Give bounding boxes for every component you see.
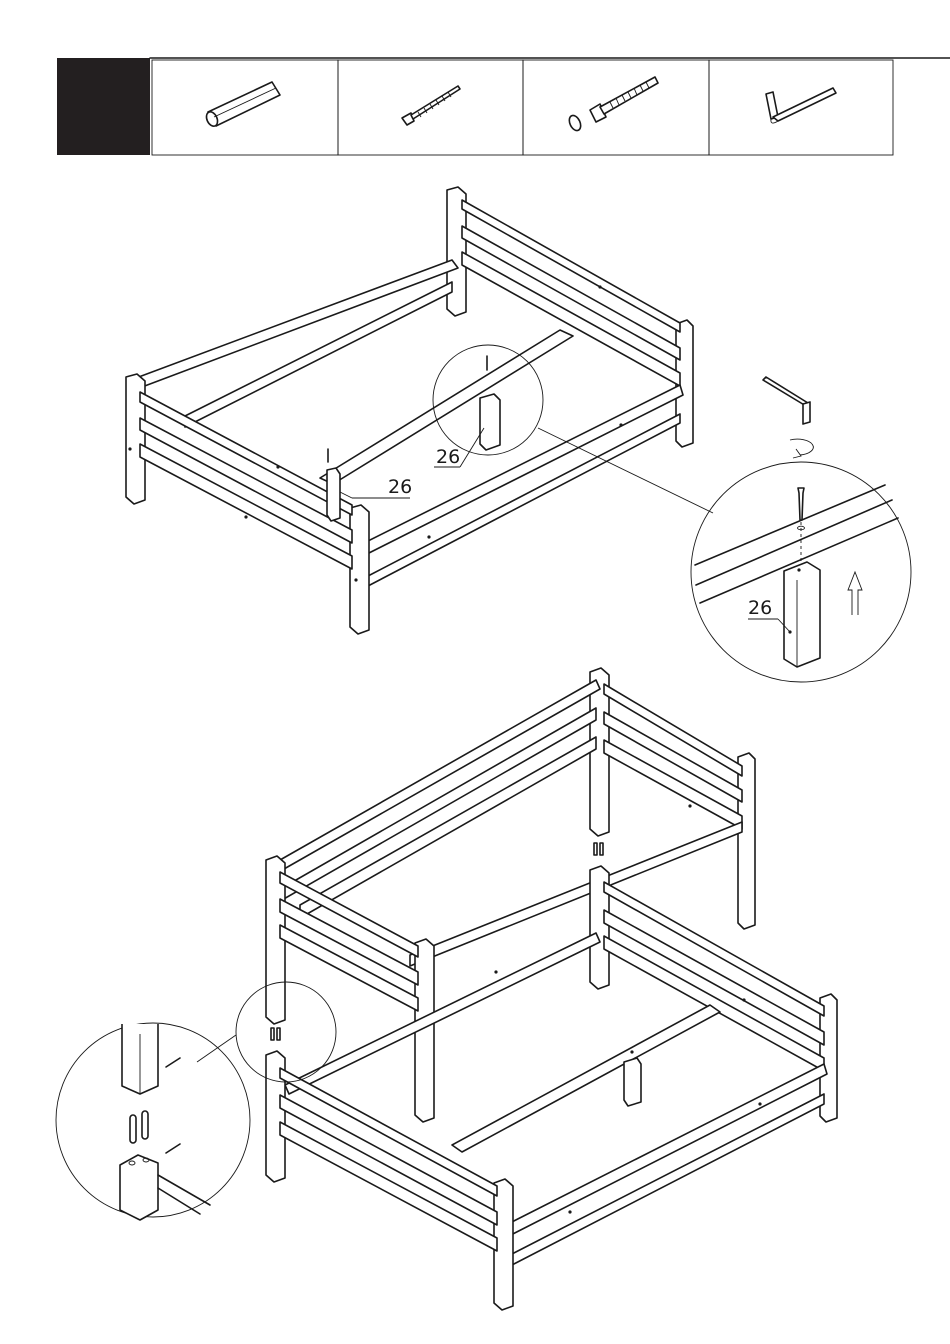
detail-connector-line bbox=[197, 1035, 236, 1062]
part-label-detail-post: 26 bbox=[748, 597, 772, 619]
leader-line bbox=[340, 492, 352, 498]
hole-dot bbox=[494, 970, 497, 973]
hole-dot bbox=[742, 998, 745, 1001]
bolt-detail-icon bbox=[798, 488, 804, 520]
bolt-with-washer-icon bbox=[567, 77, 658, 132]
hole-dot bbox=[128, 447, 131, 450]
rotate-arrow-icon bbox=[790, 439, 813, 455]
hole-dot bbox=[354, 578, 357, 581]
hole-dot bbox=[758, 1102, 761, 1105]
dowel-pair-detail bbox=[130, 1111, 148, 1143]
allen-key-detail-icon bbox=[763, 377, 808, 406]
bed-frame-figure: 26 26 26 bbox=[126, 187, 911, 682]
screw-marker bbox=[166, 1144, 180, 1153]
bottom-front-side-rail-2 bbox=[510, 1094, 824, 1266]
parts-strip bbox=[57, 58, 950, 155]
wood-screw-icon bbox=[402, 86, 460, 125]
support-post-detail bbox=[784, 562, 820, 667]
part-label-center-post: 26 bbox=[436, 446, 460, 468]
part-label-side-post: 26 bbox=[388, 476, 412, 498]
hole-dot bbox=[568, 1210, 571, 1213]
front-side-rail bbox=[360, 385, 683, 556]
hole-dot bbox=[619, 423, 622, 426]
hole-dot bbox=[598, 285, 601, 288]
detail-view-post-fixing: 26 bbox=[691, 377, 911, 682]
leader-line bbox=[460, 428, 484, 467]
lower-post-detail bbox=[120, 1155, 158, 1220]
step-number-block bbox=[57, 58, 150, 155]
hole-dot bbox=[630, 1050, 633, 1053]
dowel-markers-front bbox=[271, 1028, 280, 1040]
hole-dot bbox=[688, 804, 691, 807]
wooden-dowel-icon bbox=[204, 82, 280, 128]
detail-view-dowel-joint bbox=[56, 1023, 250, 1220]
bottom-bunk-front-board bbox=[266, 1051, 513, 1310]
dowel-markers-back bbox=[594, 843, 603, 855]
allen-key-icon bbox=[766, 88, 836, 123]
bottom-center-beam bbox=[452, 1005, 720, 1152]
hole-dot bbox=[276, 465, 279, 468]
bottom-front-side-rail bbox=[500, 1064, 827, 1239]
center-support-post bbox=[480, 394, 500, 450]
front-side-rail-lower bbox=[368, 414, 680, 586]
bunk-bed-figure bbox=[56, 668, 837, 1310]
top-back-side-rail-2 bbox=[282, 708, 596, 900]
side-support-post bbox=[327, 468, 340, 521]
hole-dot bbox=[427, 535, 430, 538]
bottom-support-post bbox=[624, 1058, 641, 1106]
hole-dot bbox=[244, 515, 247, 518]
arrow-up-icon bbox=[848, 572, 862, 615]
screw-marker bbox=[166, 1058, 180, 1067]
